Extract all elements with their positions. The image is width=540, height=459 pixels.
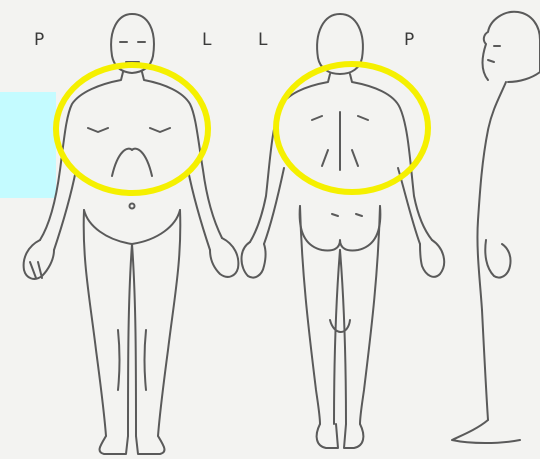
back-figure bbox=[242, 14, 445, 448]
chest-highlight-circle bbox=[56, 65, 208, 193]
front-figure bbox=[24, 14, 239, 454]
side-figure bbox=[452, 12, 540, 443]
